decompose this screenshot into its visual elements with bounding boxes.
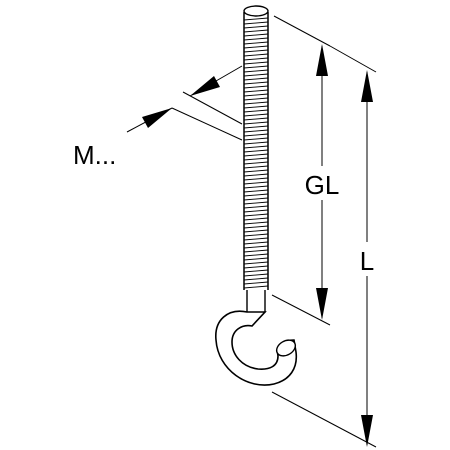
thread-line bbox=[243, 69, 269, 73]
thread-length-label: GL bbox=[305, 170, 340, 200]
thread-line bbox=[243, 233, 269, 237]
l-extension-bottom bbox=[271, 391, 377, 448]
thread-line bbox=[243, 89, 269, 93]
thread-line bbox=[243, 97, 269, 101]
thread-line bbox=[243, 25, 269, 29]
thread-line bbox=[243, 33, 269, 37]
thread-line bbox=[243, 209, 269, 213]
thread-line bbox=[243, 77, 269, 81]
thread-length-dimension: GL bbox=[271, 15, 344, 326]
l-arrow-top bbox=[361, 70, 373, 102]
thread-line bbox=[243, 265, 269, 269]
thread-line bbox=[243, 205, 269, 209]
thread-line bbox=[243, 153, 269, 157]
thread-line bbox=[243, 121, 269, 125]
threaded-rod bbox=[243, 5, 269, 316]
gl-arrow-bottom bbox=[316, 288, 328, 320]
thread-line bbox=[243, 257, 269, 261]
thread-line bbox=[243, 61, 269, 65]
thread-line bbox=[243, 45, 269, 49]
thread-line bbox=[243, 277, 269, 281]
thread-line bbox=[243, 165, 269, 169]
m-arrow-lower bbox=[142, 108, 172, 128]
thread-line bbox=[243, 41, 269, 45]
thread-pattern bbox=[243, 17, 269, 289]
thread-line bbox=[243, 29, 269, 33]
thread-line bbox=[243, 229, 269, 233]
thread-line bbox=[243, 49, 269, 53]
thread-line bbox=[243, 109, 269, 113]
thread-line bbox=[243, 145, 269, 149]
thread-line bbox=[243, 249, 269, 253]
thread-line bbox=[243, 197, 269, 201]
thread-line bbox=[243, 285, 269, 289]
thread-line bbox=[243, 137, 269, 141]
thread-line bbox=[243, 213, 269, 217]
thread-line bbox=[243, 253, 269, 257]
thread-line bbox=[243, 177, 269, 181]
thread-line bbox=[243, 221, 269, 225]
thread-line bbox=[243, 149, 269, 153]
thread-line bbox=[243, 133, 269, 137]
thread-line bbox=[243, 217, 269, 221]
gl-label-mask bbox=[300, 166, 344, 200]
thread-line bbox=[243, 237, 269, 241]
m-extension-lower bbox=[171, 107, 243, 141]
total-length-label: L bbox=[360, 246, 374, 276]
l-extension-top bbox=[329, 45, 377, 73]
thread-line bbox=[243, 201, 269, 205]
thread-line bbox=[243, 261, 269, 265]
thread-line bbox=[243, 169, 269, 173]
thread-line bbox=[243, 273, 269, 277]
thread-line bbox=[243, 37, 269, 41]
thread-line bbox=[243, 53, 269, 57]
thread-line bbox=[243, 85, 269, 89]
thread-line bbox=[243, 157, 269, 161]
thread-line bbox=[243, 269, 269, 273]
thread-line bbox=[243, 129, 269, 133]
gl-extension-top bbox=[273, 15, 331, 47]
m-extension-upper bbox=[182, 91, 243, 125]
thread-line bbox=[243, 117, 269, 121]
thread-line bbox=[243, 185, 269, 189]
hook-tip-end bbox=[275, 339, 297, 357]
j-hook bbox=[215, 310, 298, 386]
l-arrow-bottom bbox=[361, 415, 373, 447]
thread-line bbox=[243, 21, 269, 25]
thread-line bbox=[243, 125, 269, 129]
thread-line bbox=[243, 65, 269, 69]
thread-line bbox=[243, 81, 269, 85]
l-label-mask bbox=[352, 242, 382, 276]
thread-line bbox=[243, 105, 269, 109]
thread-size-dimension: M... bbox=[73, 65, 243, 170]
thread-line bbox=[243, 225, 269, 229]
thread-line bbox=[243, 241, 269, 245]
m-arrow-upper bbox=[190, 76, 220, 96]
rod-top-end bbox=[243, 5, 269, 17]
thread-line bbox=[243, 193, 269, 197]
thread-line bbox=[243, 161, 269, 165]
gl-extension-bottom bbox=[271, 294, 331, 326]
thread-size-label: M... bbox=[73, 140, 116, 170]
thread-line bbox=[243, 173, 269, 177]
thread-line bbox=[243, 17, 269, 21]
thread-line bbox=[243, 57, 269, 61]
thread-line bbox=[243, 189, 269, 193]
thread-line bbox=[243, 73, 269, 77]
gl-arrow-top bbox=[316, 44, 328, 76]
thread-line bbox=[243, 93, 269, 97]
thread-line bbox=[243, 281, 269, 285]
total-length-dimension: L bbox=[271, 45, 382, 448]
thread-line bbox=[243, 181, 269, 185]
thread-line bbox=[243, 101, 269, 105]
thread-line bbox=[243, 113, 269, 117]
thread-line bbox=[243, 245, 269, 249]
thread-line bbox=[243, 141, 269, 145]
